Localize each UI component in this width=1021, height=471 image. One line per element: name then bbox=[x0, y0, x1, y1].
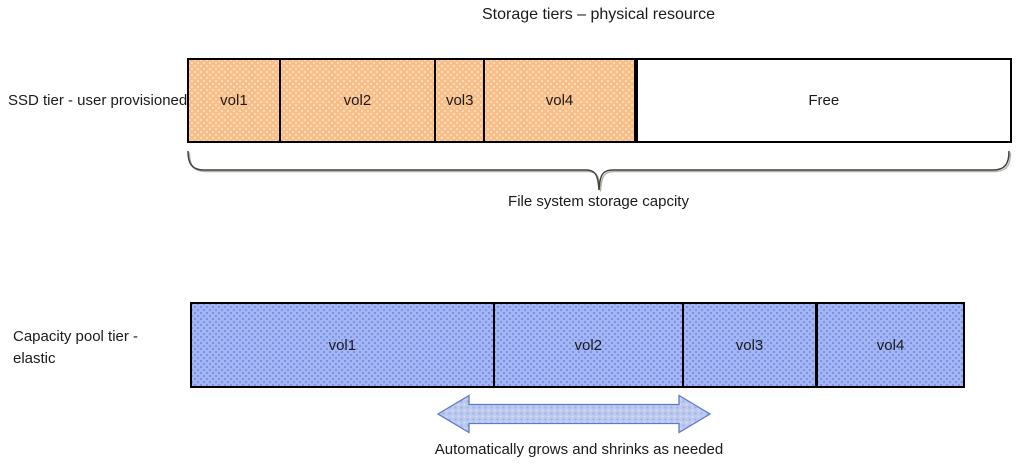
ssd-segment-vol1: vol1 bbox=[189, 60, 281, 141]
capacity-segment-vol1: vol1 bbox=[192, 304, 495, 386]
segment-label: Free bbox=[808, 92, 840, 109]
segment-label: vol2 bbox=[574, 336, 603, 354]
capacity-pool-tier-label-line1: Capacity pool tier - bbox=[13, 328, 139, 345]
segment-label: vol4 bbox=[545, 92, 574, 109]
ssd-segment-vol3: vol3 bbox=[436, 60, 486, 141]
segment-label: vol1 bbox=[220, 92, 248, 109]
capacity-segment-vol2: vol2 bbox=[494, 304, 684, 386]
file-system-capacity-caption: File system storage capcity bbox=[508, 193, 689, 210]
segment-label: vol3 bbox=[735, 336, 764, 354]
file-system-capacity-brace bbox=[187, 150, 1012, 192]
capacity-segment-vol3: vol3 bbox=[683, 304, 819, 386]
grow-shrink-caption: Automatically grows and shrinks as neede… bbox=[434, 441, 724, 458]
ssd-segment-vol4: vol4 bbox=[485, 60, 638, 141]
segment-label: vol3 bbox=[445, 92, 474, 109]
segment-label: vol1 bbox=[328, 336, 357, 354]
capacity-pool-bar: vol1 vol2 vol3 vol4 bbox=[190, 302, 965, 388]
ssd-tier-bar: vol1 vol2 vol3 vol4 Free bbox=[187, 58, 1012, 143]
capacity-segment-vol4: vol4 bbox=[818, 304, 963, 386]
ssd-segment-free: Free bbox=[637, 60, 1010, 141]
ssd-segment-vol2: vol2 bbox=[280, 60, 436, 141]
grow-shrink-arrow-icon bbox=[436, 394, 712, 434]
segment-label: vol4 bbox=[876, 336, 905, 354]
capacity-pool-tier-label: Capacity pool tier - elastic bbox=[13, 326, 138, 370]
segment-label: vol2 bbox=[343, 92, 372, 109]
diagram-title: Storage tiers – physical resource bbox=[482, 6, 715, 23]
capacity-pool-tier-label-line2: elastic bbox=[13, 350, 56, 367]
ssd-tier-label: SSD tier - user provisioned bbox=[8, 92, 188, 109]
